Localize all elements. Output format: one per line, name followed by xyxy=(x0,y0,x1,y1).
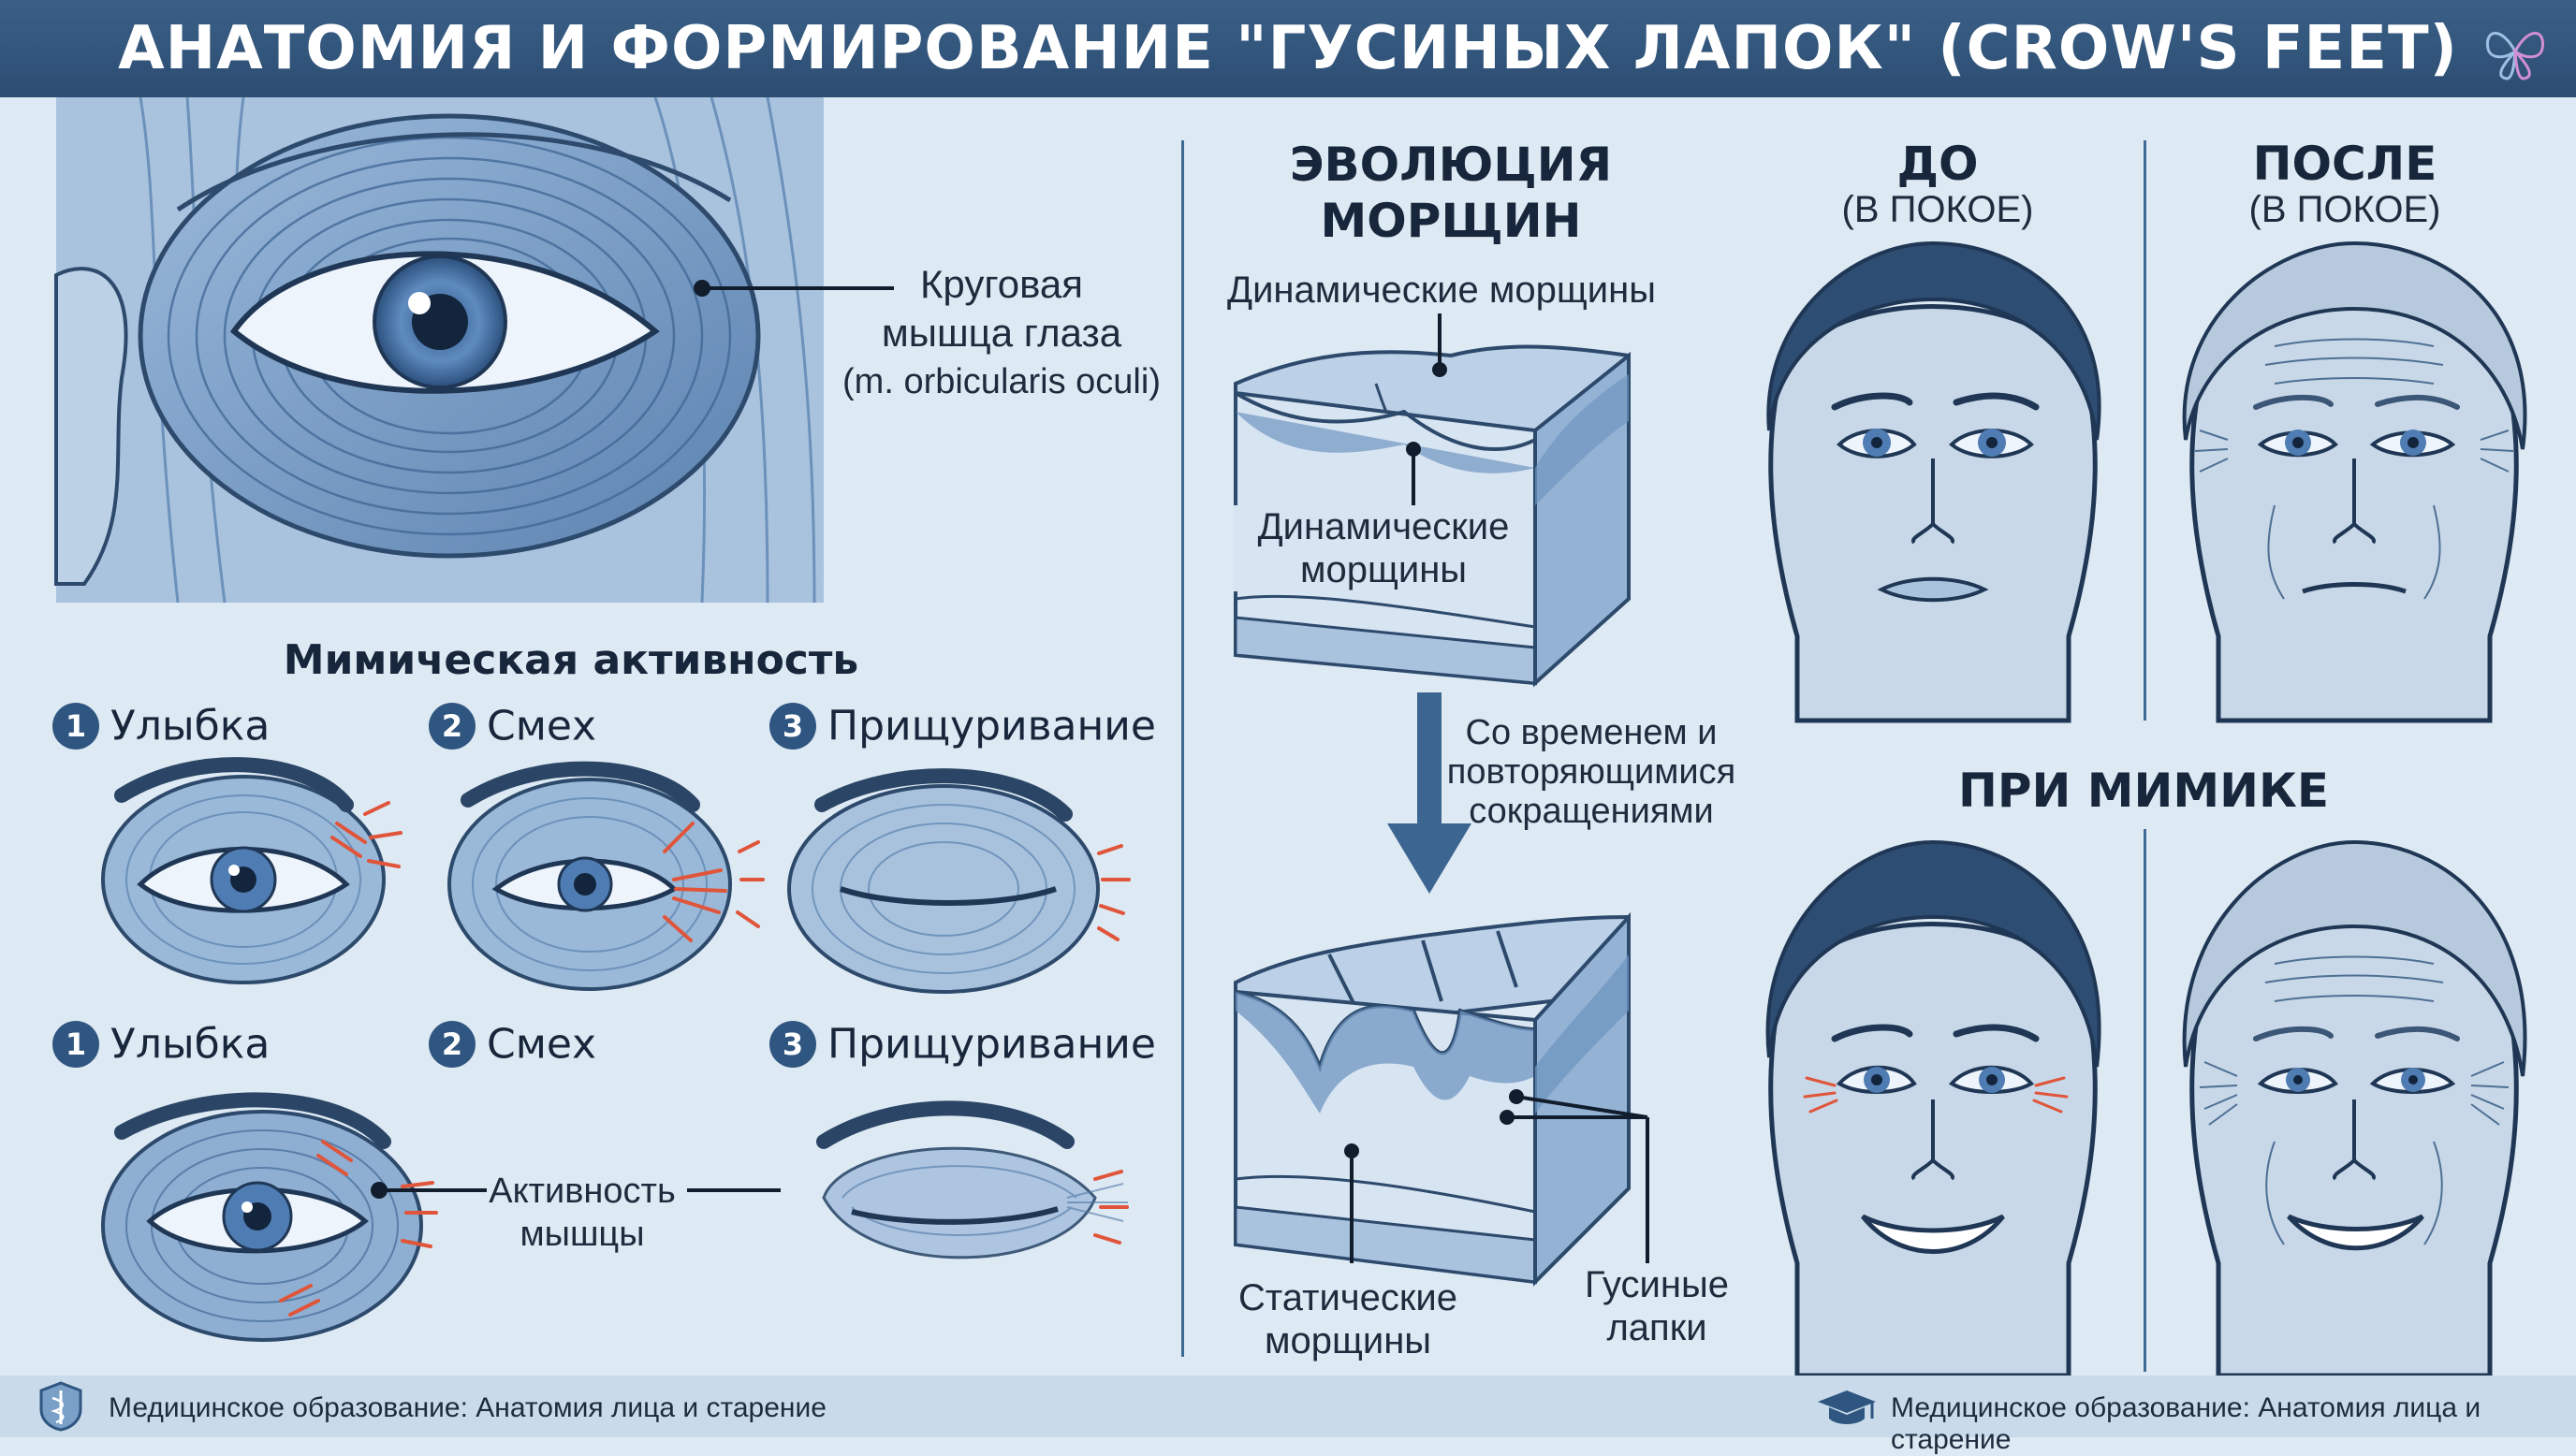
step-label: Улыбка xyxy=(110,1020,271,1069)
muscle-label-line-1: Круговая xyxy=(919,262,1084,306)
activity-label: Активность мышцы xyxy=(479,1170,685,1256)
step-label: Прищуривание xyxy=(827,1020,1156,1069)
step-number-badge: 1 xyxy=(52,1021,99,1068)
mimic-faces-title: ПРИ МИМИКЕ xyxy=(1958,764,2329,818)
static-label-line-2: морщины xyxy=(1264,1320,1432,1361)
butterfly-logo-icon xyxy=(2482,21,2548,82)
young-face-smile-illustration xyxy=(1741,823,2125,1378)
inner-label-line-1: Динамические xyxy=(1257,506,1510,547)
eye-closed-squint-illustration xyxy=(786,1085,1142,1319)
crows-feet-label: Гусиные лапки xyxy=(1535,1263,1778,1349)
caduceus-icon xyxy=(37,1381,84,1432)
time-label-line-1: Со временем и xyxy=(1465,713,1718,752)
inner-label-line-2: морщины xyxy=(1299,549,1468,590)
faces-divider-bottom xyxy=(2144,829,2146,1372)
muscle-label: Круговая мышца глаза (m. orbicularis ocu… xyxy=(824,260,1179,406)
evolution-title-line-1: ЭВОЛЮЦИЯ xyxy=(1289,138,1613,192)
step-number-badge: 3 xyxy=(769,1021,816,1068)
activity-pointer-line xyxy=(370,1181,487,1200)
static-wrinkle-pointer xyxy=(1342,1142,1361,1263)
dynamic-wrinkles-inner-label: Динамические морщины xyxy=(1234,505,1533,591)
step-label: Прищуривание xyxy=(827,702,1156,750)
inner-wrinkle-pointer xyxy=(1404,440,1423,505)
step-number-badge: 1 xyxy=(52,703,99,750)
skin-block-static xyxy=(1226,898,1647,1291)
static-label-line-1: Статические xyxy=(1238,1277,1457,1318)
before-title: ДО xyxy=(1896,137,1979,191)
eye-squint-illustration xyxy=(784,749,1140,994)
eye-activity-illustration xyxy=(66,1076,440,1347)
eye-smile-illustration xyxy=(101,749,412,992)
static-wrinkles-label: Статические морщины xyxy=(1217,1276,1479,1362)
muscle-label-line-2: мышца глаза xyxy=(881,311,1122,355)
eye-laugh-illustration xyxy=(440,749,777,1001)
column-divider xyxy=(1181,140,1184,1357)
before-subtitle: (В ПОКОЕ) xyxy=(1841,189,2034,230)
time-label-line-2: повторяющимися xyxy=(1446,752,1736,792)
time-label: Со временем и повторяющимися сокращениям… xyxy=(1432,713,1750,831)
time-label-line-3: сокращениями xyxy=(1469,792,1714,831)
old-face-rest-illustration xyxy=(2162,240,2546,723)
muscle-pointer-line xyxy=(693,279,899,298)
step-label: Смех xyxy=(487,1020,597,1069)
faces-divider-top xyxy=(2144,140,2146,721)
footer-left-text: Медицинское образование: Анатомия лица и… xyxy=(109,1392,827,1423)
step-label: Смех xyxy=(487,702,597,750)
step-label: Улыбка xyxy=(110,702,271,750)
crows-label-line-1: Гусиные xyxy=(1585,1264,1729,1305)
step-number-badge: 3 xyxy=(769,703,816,750)
down-arrow-icon xyxy=(1387,692,1471,898)
graduation-cap-icon xyxy=(1816,1387,1878,1430)
evolution-title: ЭВОЛЮЦИЯ МОРЩИН xyxy=(1208,137,1694,249)
crows-label-line-2: лапки xyxy=(1606,1307,1707,1348)
top-wrinkle-pointer xyxy=(1430,313,1449,379)
crows-feet-pointer xyxy=(1498,1085,1657,1273)
after-subtitle: (В ПОКОЕ) xyxy=(2248,189,2441,230)
footer-right-text: Медицинское образование: Анатомия лица и… xyxy=(1891,1392,2481,1455)
muscle-label-latin: (m. orbicularis oculi) xyxy=(842,362,1161,401)
activity-label-line-2: мышцы xyxy=(520,1215,645,1254)
page-title: АНАТОМИЯ И ФОРМИРОВАНИЕ "ГУСИНЫХ ЛАПОК" … xyxy=(118,14,2458,83)
activity-pointer-line-right xyxy=(687,1181,788,1200)
step-number-badge: 2 xyxy=(429,703,476,750)
page-header: АНАТОМИЯ И ФОРМИРОВАНИЕ "ГУСИНЫХ ЛАПОК" … xyxy=(0,0,2576,97)
step-number-badge: 2 xyxy=(429,1021,476,1068)
young-face-rest-illustration xyxy=(1741,240,2125,723)
dynamic-wrinkles-top-label: Динамические морщины xyxy=(1227,269,1656,311)
activity-label-line-1: Активность xyxy=(489,1172,676,1211)
evolution-title-line-2: МОРЩИН xyxy=(1320,194,1582,248)
old-face-smile-illustration xyxy=(2162,823,2546,1378)
page-footer xyxy=(0,1376,2576,1437)
eye-muscle-anatomy-illustration xyxy=(54,96,824,604)
after-title: ПОСЛЕ xyxy=(2252,137,2437,191)
mimic-activity-title: Мимическая активность xyxy=(283,636,859,684)
